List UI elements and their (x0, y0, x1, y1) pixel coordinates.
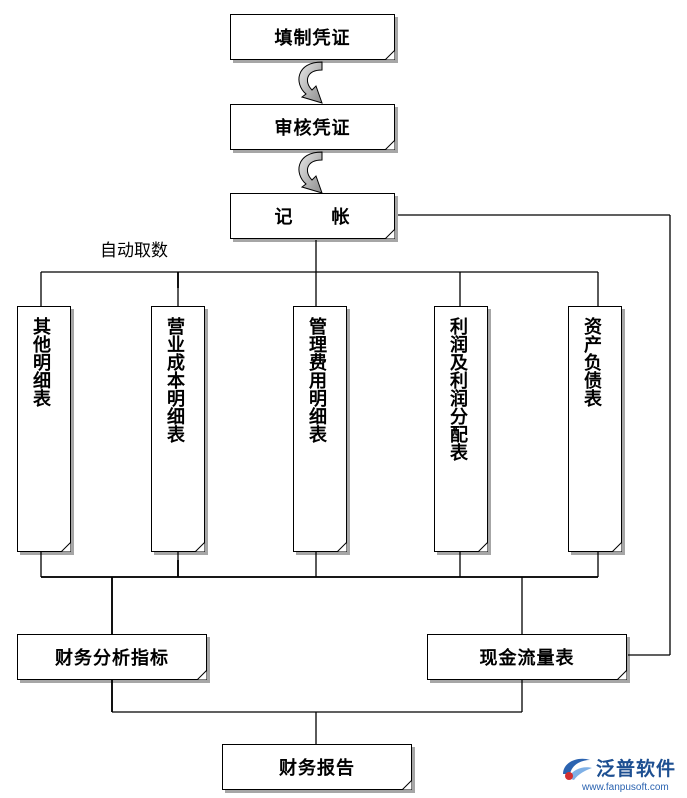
financial-report-box: 财务报告 (222, 744, 412, 790)
review-voucher-label: 审核凭证 (274, 118, 351, 139)
management-expense-detail-label: 管理费用明细表 (306, 317, 327, 443)
fanpu-logo-icon (563, 758, 592, 780)
financial-report-label: 财务报告 (279, 758, 355, 779)
profit-distribution-label: 利润及利润分配表 (447, 317, 468, 461)
profit-distribution-box: 利润及利润分配表 (434, 306, 488, 552)
cash-flow-label: 现金流量表 (479, 648, 575, 669)
balance-sheet-box: 资产负债表 (568, 306, 622, 552)
other-detail-report-label: 其他明细表 (30, 317, 51, 407)
folded-corner-icon (195, 542, 205, 552)
operating-cost-detail-box: 营业成本明细表 (151, 306, 205, 552)
balance-sheet-label: 资产负债表 (581, 317, 602, 407)
folded-corner-icon (402, 780, 412, 790)
other-detail-report-box: 其他明细表 (17, 306, 71, 552)
folded-corner-icon (612, 542, 622, 552)
fill-voucher-label: 填制凭证 (274, 28, 351, 49)
fanpu-logo: 泛普软件 www.fanpusoft.com (560, 752, 685, 796)
folded-corner-icon (385, 140, 395, 150)
curved-arrow-1 (298, 61, 323, 104)
fanpu-logo-url: www.fanpusoft.com (582, 782, 669, 793)
management-expense-detail-box: 管理费用明细表 (293, 306, 347, 552)
auto-fetch-label: 自动取数 (100, 241, 168, 260)
fill-voucher-box: 填制凭证 (230, 14, 395, 60)
folded-corner-icon (385, 229, 395, 239)
folded-corner-icon (61, 542, 71, 552)
review-voucher-box: 审核凭证 (230, 104, 395, 150)
financial-indicators-label: 财务分析指标 (55, 648, 169, 669)
folded-corner-icon (337, 542, 347, 552)
folded-corner-icon (617, 670, 627, 680)
cash-flow-box: 现金流量表 (427, 634, 627, 680)
financial-indicators-box: 财务分析指标 (17, 634, 207, 680)
folded-corner-icon (478, 542, 488, 552)
folded-corner-icon (197, 670, 207, 680)
fanpu-logo-name: 泛普软件 (596, 758, 677, 780)
post-account-box: 记 帐 (230, 193, 395, 239)
post-account-label: 记 帐 (274, 207, 351, 228)
operating-cost-detail-label: 营业成本明细表 (164, 317, 185, 443)
curved-arrow-2 (298, 151, 323, 194)
folded-corner-icon (385, 50, 395, 60)
